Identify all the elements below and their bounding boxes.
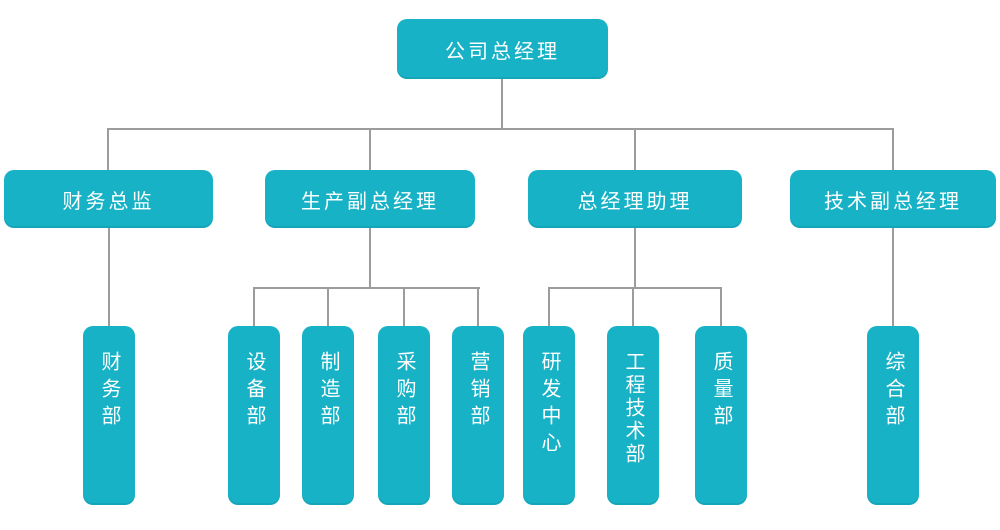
connector-drop-technical-vp bbox=[892, 130, 894, 170]
connector-finance-dept-drop bbox=[108, 228, 110, 326]
org-node-gm-assistant: 总经理助理 bbox=[528, 170, 742, 228]
org-node-label: 技术副总经理 bbox=[824, 190, 962, 213]
connector-assistant-stem bbox=[634, 228, 636, 288]
connector-drop-quality-dept bbox=[720, 289, 722, 326]
org-node-label: 采购部 bbox=[393, 351, 415, 432]
connector-drop-gm-assistant bbox=[634, 130, 636, 170]
org-node-manufacturing-dept: 制造部 bbox=[302, 326, 354, 505]
connector-production-horizontal bbox=[253, 287, 480, 289]
org-node-rd-center: 研发中心 bbox=[523, 326, 575, 505]
org-node-production-vp: 生产副总经理 bbox=[265, 170, 475, 228]
org-node-label: 财务总监 bbox=[62, 190, 155, 213]
org-node-label: 总经理助理 bbox=[577, 190, 693, 213]
connector-drop-engineering-dept bbox=[632, 289, 634, 326]
org-node-marketing-dept: 营销部 bbox=[452, 326, 504, 505]
org-node-label: 研发中心 bbox=[538, 351, 560, 459]
org-node-finance-director: 财务总监 bbox=[4, 170, 213, 228]
org-node-label: 质量部 bbox=[710, 351, 732, 432]
connector-drop-marketing-dept bbox=[477, 289, 479, 326]
connector-general-dept-drop bbox=[892, 228, 894, 326]
org-node-label: 设备部 bbox=[243, 351, 265, 432]
connector-drop-purchasing-dept bbox=[403, 289, 405, 326]
connector-drop-equipment-dept bbox=[253, 289, 255, 326]
org-node-engineering-tech-dept: 工程技术部 bbox=[607, 326, 659, 505]
org-node-finance-dept: 财务部 bbox=[83, 326, 135, 505]
connector-assistant-horizontal bbox=[548, 287, 722, 289]
org-node-quality-dept: 质量部 bbox=[695, 326, 747, 505]
connector-root-stem bbox=[501, 79, 503, 130]
org-node-equipment-dept: 设备部 bbox=[228, 326, 280, 505]
connector-drop-production-vp bbox=[369, 130, 371, 170]
org-node-label: 综合部 bbox=[882, 351, 904, 432]
connector-drop-finance-director bbox=[107, 130, 109, 170]
org-node-technical-vp: 技术副总经理 bbox=[790, 170, 996, 228]
org-node-label: 财务部 bbox=[98, 351, 120, 432]
connector-drop-manufacturing-dept bbox=[327, 289, 329, 326]
org-node-general-manager: 公司总经理 bbox=[397, 19, 608, 79]
org-node-label: 营销部 bbox=[467, 351, 489, 432]
connector-main-horizontal bbox=[107, 128, 894, 130]
org-node-label: 工程技术部 bbox=[622, 351, 644, 466]
org-node-purchasing-dept: 采购部 bbox=[378, 326, 430, 505]
org-node-general-affairs-dept: 综合部 bbox=[867, 326, 919, 505]
connector-drop-rd-center bbox=[548, 289, 550, 326]
org-node-label: 制造部 bbox=[317, 351, 339, 432]
org-node-label: 公司总经理 bbox=[445, 40, 560, 63]
connector-production-stem bbox=[369, 228, 371, 288]
org-node-label: 生产副总经理 bbox=[301, 190, 439, 213]
